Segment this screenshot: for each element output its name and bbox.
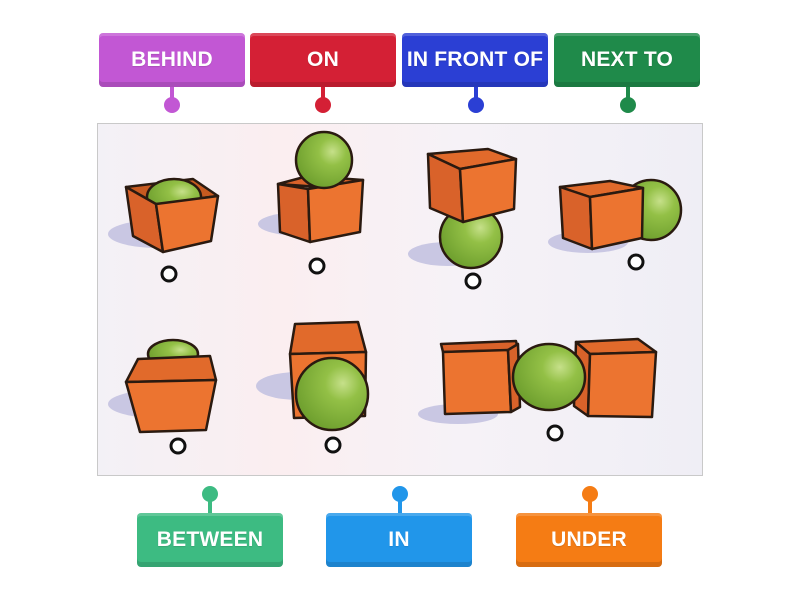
ball	[294, 356, 370, 432]
cube-front-face	[458, 157, 518, 224]
label-in-front-of[interactable]: IN FRONT OF	[402, 33, 548, 87]
label-on-pin-stem	[321, 87, 325, 99]
drop-target-5[interactable]	[169, 437, 187, 455]
label-on-pin[interactable]	[315, 97, 331, 113]
label-behind[interactable]: BEHIND	[99, 33, 245, 87]
drop-target-3[interactable]	[464, 272, 482, 290]
ball	[511, 342, 587, 412]
drop-target-6[interactable]	[324, 436, 342, 454]
label-in-front-of-pin[interactable]	[468, 97, 484, 113]
drop-target-1[interactable]	[160, 265, 178, 283]
cubes-and-balls-illustration	[108, 130, 683, 434]
label-under-pin-stem	[588, 500, 592, 514]
label-text: UNDER	[551, 528, 627, 551]
label-between[interactable]: BETWEEN	[137, 513, 283, 567]
drop-target-2[interactable]	[308, 257, 326, 275]
label-in-pin[interactable]	[392, 486, 408, 502]
cube-top	[288, 320, 368, 356]
label-on[interactable]: ON	[250, 33, 396, 87]
label-next-to[interactable]: NEXT TO	[554, 33, 700, 87]
drop-target-4[interactable]	[627, 253, 645, 271]
label-in-pin-stem	[398, 500, 402, 514]
label-in[interactable]: IN	[326, 513, 472, 567]
cube-front-face	[306, 178, 365, 244]
cube-top	[124, 354, 218, 384]
label-between-pin[interactable]	[202, 486, 218, 502]
label-next-to-pin-stem	[626, 87, 630, 99]
label-text: BETWEEN	[156, 528, 264, 551]
cube-front-face	[124, 378, 218, 434]
label-text: BEHIND	[131, 48, 213, 71]
cube-right-front	[586, 350, 658, 419]
cube-front-face	[588, 186, 645, 251]
label-between-pin-stem	[208, 500, 212, 514]
label-under-pin[interactable]	[582, 486, 598, 502]
drop-target-7[interactable]	[546, 424, 564, 442]
cube-left-front	[441, 348, 513, 416]
label-next-to-pin[interactable]	[620, 97, 636, 113]
ball	[294, 130, 354, 190]
label-text: NEXT TO	[580, 48, 674, 71]
image-board	[97, 123, 703, 476]
label-in-front-of-pin-stem	[474, 87, 478, 99]
label-under[interactable]: UNDER	[516, 513, 662, 567]
cube-front-face	[154, 194, 220, 254]
label-text: IN FRONT OF	[406, 48, 544, 71]
label-text: ON	[307, 48, 339, 71]
label-text: IN	[388, 528, 410, 551]
cube-left-face	[276, 182, 312, 244]
label-behind-pin[interactable]	[164, 97, 180, 113]
label-behind-pin-stem	[170, 87, 174, 99]
cube-left-face	[558, 185, 594, 251]
